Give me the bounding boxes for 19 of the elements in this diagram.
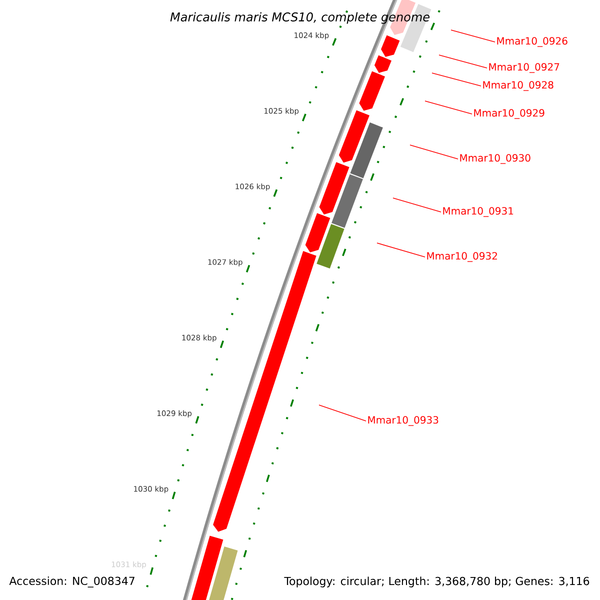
genome-info-text: Topology: circular; Length: 3,368,780 bp; Genes: 3,116 [284,576,590,588]
gene-label: Mmar10_0932 [427,252,497,262]
gene-label: Mmar10_0928 [483,81,554,91]
map-title: Maricaulis maris MCS10, complete genome [170,12,430,24]
gene-label: Mmar10_0926 [497,37,568,47]
leader-line [424,100,472,114]
leader-line [376,242,426,258]
gene-label: Mmar10_0927 [489,63,560,73]
leader-line [438,54,488,68]
leader-line [392,198,442,212]
gene-label: Mmar10_0929 [474,109,544,119]
leader-line [318,404,366,422]
leader-line [410,144,458,160]
gene-label: Mmar10_0930 [460,154,530,164]
gene-label: Mmar10_0933 [368,416,438,426]
gene-label: Mmar10_0931 [443,207,514,217]
leader-line [432,72,482,86]
accession-text: Accession: NC_008347 [9,576,134,588]
leader-line [450,30,496,42]
